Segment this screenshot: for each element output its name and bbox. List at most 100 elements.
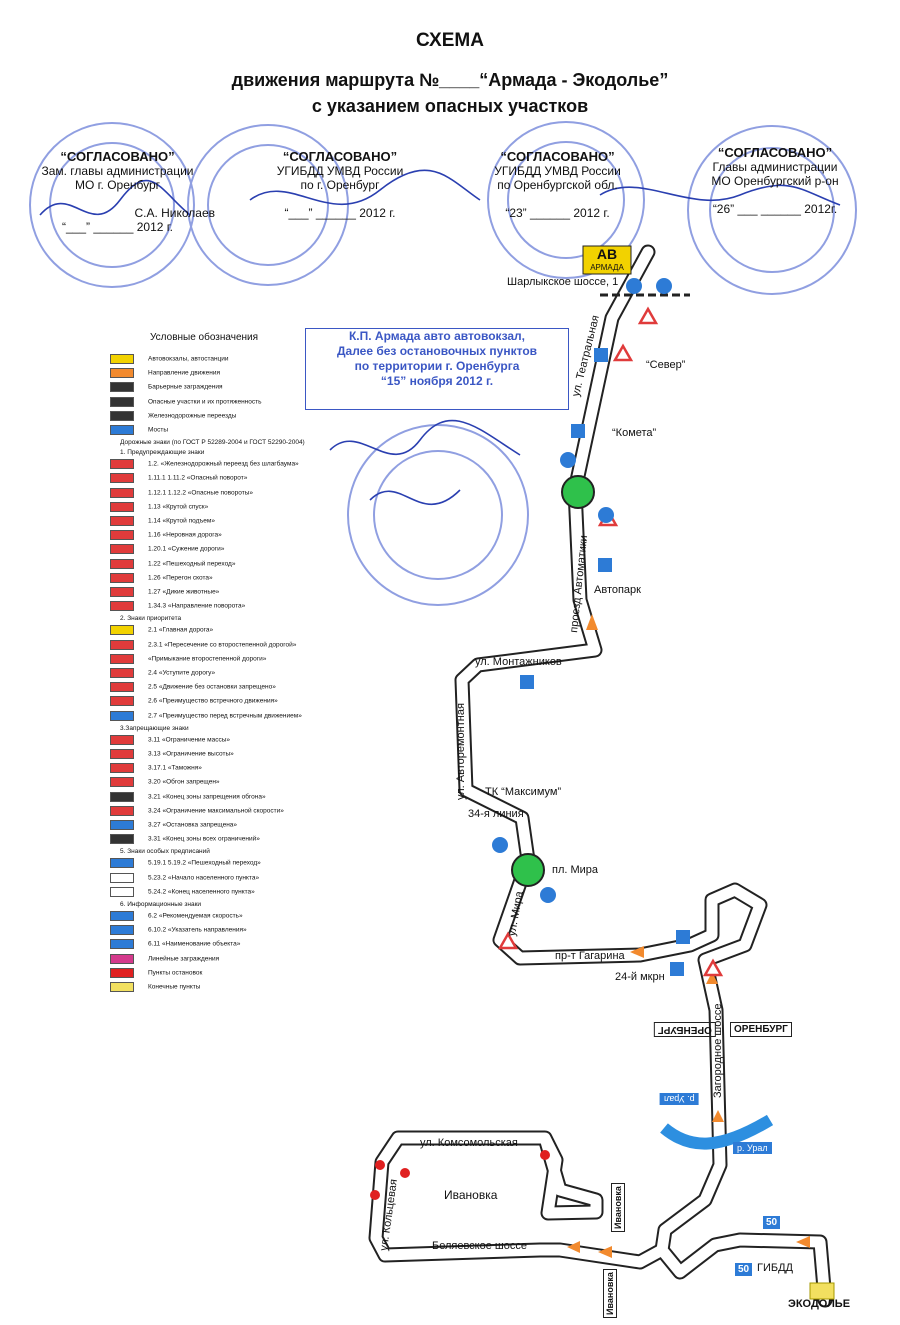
end-point-marker [809, 1282, 835, 1300]
legend-item: Барьерные заграждения [110, 382, 223, 393]
route-title: движения маршрута №____“Армада - Экодоль… [231, 70, 669, 90]
label-avtopark: Автопарк [594, 584, 641, 596]
legend-swatch [110, 749, 134, 759]
legend-item: 2. Знаки приоритета [120, 615, 181, 623]
legend-item: 6.11 «Наименование объекта» [110, 939, 241, 950]
legend-label: Линейные заграждения [148, 955, 220, 963]
legend-label: Конечные пункты [148, 983, 201, 991]
legend-item: «Примыкание второстепенной дороги» [110, 653, 266, 664]
legend-label: 3.24 «Ограничение максимальной скорости» [148, 807, 284, 815]
stop-points [370, 1150, 550, 1200]
signature-3 [599, 184, 841, 206]
roundabout-north [561, 475, 595, 509]
legend-swatch [110, 368, 134, 379]
legend-item: 1. Предупреждающие знаки [120, 449, 204, 457]
legend-label: 2.4 «Уступите дорогу» [148, 669, 216, 677]
legend-swatch [110, 544, 134, 555]
legend-label: 1. Предупреждающие знаки [120, 449, 205, 457]
speed-sign-2: 50 [735, 1263, 753, 1276]
label-sharlyk: Шарлыкское шоссе, 1 [507, 276, 619, 288]
legend-label: Автовокзалы, автостанции [148, 355, 229, 363]
legend-item: 1.11.1 1.11.2 «Опасный поворот» [110, 473, 247, 484]
legend-item: 3.Запрещающие знаки [120, 725, 189, 733]
legend-item: 3.21 «Конец зоны запрещения обгона» [110, 791, 266, 802]
start-badge: АВ [596, 246, 618, 262]
legend-swatch [110, 396, 134, 407]
label-montazhnikov: ул. Монтажников [475, 656, 562, 668]
label-ekodolye: ЭКОДОЛЬЕ [788, 1298, 851, 1310]
legend-item: Опасные участки и их протяженность [110, 396, 261, 407]
legend-label: 3.13 «Ограничение высоты» [148, 750, 234, 758]
river-ural [660, 1114, 774, 1150]
legend-label: 1.20.1 «Сужение дороги» [148, 546, 225, 554]
legend-title: Условные обозначения [150, 332, 259, 343]
legend-item: 3.31 «Конец зоны всех ограничений» [110, 834, 260, 845]
legend-item: Железнодорожные переезды [110, 410, 236, 421]
legend-swatch [110, 354, 134, 364]
legend-swatch [110, 653, 134, 664]
label-pl-mira: пл. Мира [552, 864, 599, 876]
legend-label: Мосты [148, 426, 169, 434]
legend-swatch [110, 925, 134, 936]
legend-swatch [110, 639, 134, 650]
legend-swatch [110, 763, 134, 774]
legend-item: 6.2 «Рекомендуемая скорость» [110, 911, 243, 921]
label-gibdd: ГИБДД [757, 1262, 793, 1274]
legend-label: 6.11 «Наименование объекта» [148, 941, 241, 949]
legend-label: 3.31 «Конец зоны всех ограничений» [148, 835, 260, 843]
legend-item: Пункты остановок [110, 967, 202, 978]
legend-swatch [110, 410, 134, 421]
stamp-circle-2 [187, 124, 349, 286]
legend-swatch [110, 967, 134, 978]
start-badge-sub: АРМАДА [590, 263, 624, 272]
legend-label: 1.14 «Крутой подъем» [148, 517, 216, 525]
legend-label: 5.19.1 5.19.2 «Пешеходный переход» [148, 860, 261, 868]
legend-item: 2.4 «Уступите дорогу» [110, 668, 215, 678]
legend-item: 2.1 «Главная дорога» [110, 625, 213, 636]
legend-label: 6.2 «Рекомендуемая скорость» [148, 912, 243, 920]
legend-swatch [110, 682, 134, 693]
legend-label: 5.23.2 «Начало населенного пункта» [148, 874, 260, 882]
stamp-circle-5 [347, 424, 529, 606]
legend-item: 1.22 «Пешеходный переход» [110, 558, 236, 569]
legend-label: 3.17.1 «Таможня» [148, 764, 202, 772]
legend-label: 1.13 «Крутой спуск» [148, 503, 209, 511]
approval-block-2: “СОГЛАСОВАНО” УГИБДД УМВД России по г. О… [276, 149, 404, 221]
legend-item: 1.16 «Неровная дорога» [110, 530, 222, 541]
legend-swatch [110, 625, 134, 636]
legend-swatch [110, 911, 134, 921]
legend-item: 3.17.1 «Таможня» [110, 763, 202, 774]
legend-item: 6.10.2 «Указатель направления» [110, 925, 247, 936]
legend-item: 2.5 «Движение без остановки запрещено» [110, 682, 276, 693]
legend-item: 1.20.1 «Сужение дороги» [110, 544, 225, 555]
legend-item: 3.13 «Ограничение высоты» [110, 749, 234, 759]
stamp-circle-3 [487, 121, 645, 279]
sign-orenburg-left: ОРЕНБУРГ [654, 1022, 716, 1037]
legend-label: 5.24.2 «Конец населенного пункта» [148, 888, 255, 896]
legend-swatch [110, 530, 134, 541]
legend-swatch [110, 668, 134, 678]
legend-item: Дорожные знаки (по ГОСТ Р 52289-2004 и Г… [120, 439, 305, 447]
legend-swatch [110, 487, 134, 498]
legend-swatch [110, 558, 134, 569]
legend-swatch [110, 820, 134, 830]
legend-swatch [110, 382, 134, 393]
legend-label: Барьерные заграждения [148, 384, 223, 392]
stamp-circle-4 [687, 125, 857, 295]
legend-label: 6. Информационные знаки [120, 901, 202, 908]
label-24-mkrn: 24-й мкрн [615, 971, 665, 983]
legend-item: Мосты [110, 425, 168, 435]
legend-label: 3.27 «Остановка запрещена» [148, 821, 238, 829]
legend-item: 1.34.3 «Направление поворота» [110, 601, 245, 612]
legend-swatch [110, 953, 134, 964]
legend-swatch [110, 710, 134, 721]
label-34-liniya: 34-я линия [468, 808, 524, 820]
label-maksimum: ТК “Максимум” [485, 786, 562, 798]
legend-item: 3.11 «Ограничение массы» [110, 734, 230, 745]
legend-swatch [110, 501, 134, 512]
legend-swatch [110, 777, 134, 788]
legend-label: 1.22 «Пешеходный переход» [148, 560, 236, 568]
approval-block-1: “СОГЛАСОВАНО” Зам. главы администрации М… [41, 149, 215, 235]
